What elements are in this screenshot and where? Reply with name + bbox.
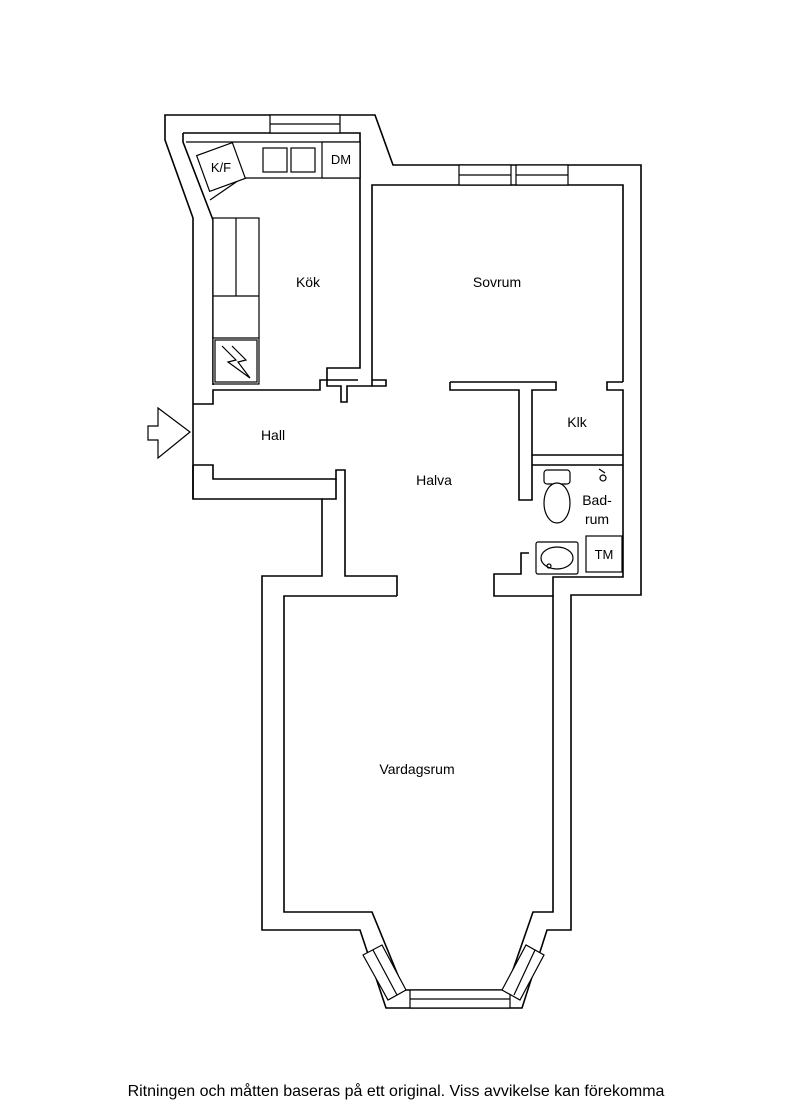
- stove-icon: [214, 339, 258, 383]
- entrance-arrow-icon: [147, 406, 191, 460]
- room-label-living-room: Vardagsrum: [379, 761, 454, 777]
- room-label-bedroom: Sovrum: [473, 274, 521, 290]
- disclaimer-text: Ritningen och måtten baseras på ett orig…: [127, 1083, 665, 1100]
- hall-wall-south: [193, 464, 398, 596]
- kitchen-right-wall: [326, 180, 624, 403]
- window-bay-center: [409, 989, 511, 1009]
- sink-icon: [535, 541, 579, 575]
- window-bedroom-right: [515, 164, 569, 186]
- dishwasher: DM: [321, 141, 361, 179]
- washing-machine: TM: [585, 535, 623, 573]
- corridor-divider-wall: [449, 382, 533, 501]
- bedroom-right-outer-inner: [552, 381, 624, 596]
- window-kitchen: [269, 114, 341, 134]
- living-room-inner-wall: [283, 552, 554, 991]
- room-label-closet: Klk: [567, 414, 587, 430]
- toilet-icon: [543, 469, 571, 524]
- shower-icon: [598, 468, 607, 482]
- dishwasher-label: DM: [331, 152, 351, 167]
- hall-lower-wall-2: [322, 479, 337, 500]
- room-label-hall: Hall: [261, 427, 285, 443]
- window-bay-left: [362, 944, 407, 1001]
- room-label-kitchen: Kök: [296, 274, 321, 290]
- washing-machine-label: TM: [595, 547, 614, 562]
- bath-door-jamb: [372, 379, 387, 387]
- sink-double: [262, 147, 316, 173]
- bedroom-closet-wall: [450, 381, 623, 456]
- room-label-halva: Halva: [416, 472, 452, 488]
- window-bay-right: [501, 944, 545, 1001]
- fridge-freezer-label: K/F: [211, 160, 231, 175]
- room-label-bathroom-2: rum: [585, 511, 609, 527]
- room-label-bathroom-1: Bad-: [582, 492, 612, 508]
- fridge-freezer: K/F: [195, 141, 247, 193]
- hall-wall-north: [193, 379, 358, 405]
- window-bedroom-left: [458, 164, 512, 186]
